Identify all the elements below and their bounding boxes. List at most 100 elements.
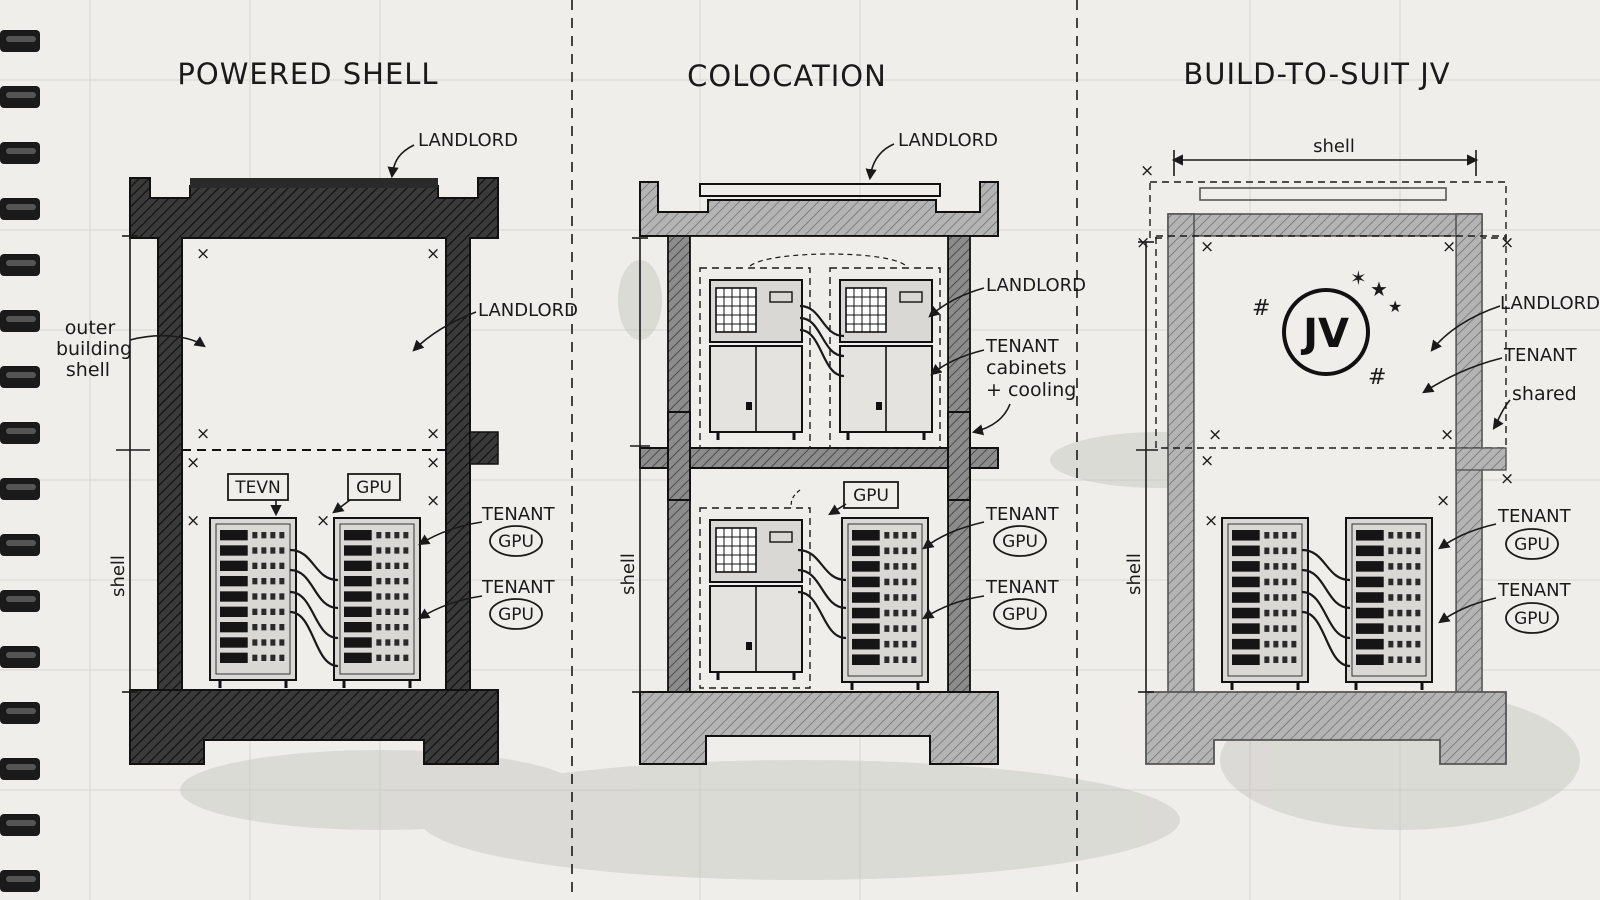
jv-shared-label: shared <box>1512 383 1577 405</box>
powered-shell-tenant-2: TENANT <box>481 577 556 598</box>
svg-text:×: × <box>426 244 440 264</box>
colocation-dim-label: shell <box>618 553 639 595</box>
outer-note-3: shell <box>66 359 110 381</box>
jv-building: ××× ×× ×× ×× ×× <box>1136 161 1514 765</box>
svg-text:×: × <box>1204 511 1218 531</box>
powered-shell-gpu-badge-1: GPU <box>498 532 534 552</box>
jv-badge: JV ✶ ★ ★ # # <box>1252 266 1402 390</box>
jv-racks <box>1221 517 1433 690</box>
binding-ring <box>0 422 40 444</box>
svg-text:★: ★ <box>1388 297 1402 316</box>
jv-top-dim-label: shell <box>1313 136 1355 157</box>
powered-shell-gpu-badge-2: GPU <box>498 605 534 625</box>
svg-text:×: × <box>1440 425 1454 445</box>
colocation-title: COLOCATION <box>687 59 887 93</box>
rack-cables <box>797 548 847 640</box>
svg-text:×: × <box>1208 425 1222 445</box>
svg-text:×: × <box>1500 469 1514 489</box>
binding-ring <box>0 366 40 388</box>
binding-ring <box>0 702 40 724</box>
svg-text:×: × <box>316 511 330 531</box>
gpu-rack <box>1345 517 1433 690</box>
jv-tenant-label: TENANT <box>1503 345 1578 366</box>
svg-text:×: × <box>196 244 210 264</box>
jv-badge-label: JV <box>1300 311 1349 357</box>
powered-shell-dim-label: shell <box>108 555 129 597</box>
svg-text:×: × <box>186 511 200 531</box>
colocation-dimension: shell <box>618 237 650 693</box>
jv-top-dimension: shell <box>1171 136 1479 176</box>
powered-shell-top-landlord: LANDLORD <box>418 130 518 151</box>
powered-shell-title: POWERED SHELL <box>177 57 438 91</box>
cooling-cabinet <box>709 279 803 440</box>
svg-text:×: × <box>186 453 200 473</box>
colocation-tenant-2: TENANT <box>985 577 1060 598</box>
binding-ring <box>0 254 40 276</box>
binding-ring <box>0 534 40 556</box>
colocation-tenant-note-3: + cooling <box>986 379 1076 401</box>
svg-text:#: # <box>1368 365 1386 390</box>
svg-text:×: × <box>1136 233 1150 253</box>
jv-gpu-badge-1: GPU <box>1514 535 1550 555</box>
powered-shell-dimension: shell <box>108 235 150 693</box>
panel-build-to-suit-jv: BUILD-TO-SUIT JV shell ××× ×× ×× ×× ×× <box>1124 57 1600 765</box>
binding-ring <box>0 870 40 892</box>
tag-gpu: GPU <box>356 478 392 498</box>
panel-colocation: COLOCATION shell <box>618 59 1086 765</box>
rack-cables <box>289 548 339 668</box>
spiral-binding <box>0 30 40 892</box>
gpu-rack <box>333 517 421 688</box>
jv-title: BUILD-TO-SUIT JV <box>1183 57 1450 91</box>
svg-text:×: × <box>1200 451 1214 471</box>
jv-gpu-badge-2: GPU <box>1514 609 1550 629</box>
binding-ring <box>0 478 40 500</box>
svg-text:✶: ✶ <box>1350 266 1367 290</box>
outer-note-2: building <box>56 338 132 360</box>
gpu-rack <box>209 517 297 688</box>
powered-shell-tenant-1: TENANT <box>481 504 556 525</box>
colocation-gpu-badge-1: GPU <box>1002 532 1038 552</box>
binding-ring <box>0 310 40 332</box>
powered-shell-building: ×× ×× ×× ××× <box>129 177 499 765</box>
rack-cables <box>799 304 845 378</box>
gpu-rack <box>841 517 929 690</box>
svg-text:×: × <box>196 424 210 444</box>
colocation-right-landlord: LANDLORD <box>986 275 1086 296</box>
binding-ring <box>0 646 40 668</box>
colocation-top-landlord: LANDLORD <box>898 130 998 151</box>
binding-ring <box>0 142 40 164</box>
gpu-rack <box>1221 517 1309 690</box>
jv-dimension: shell <box>1124 241 1158 693</box>
svg-text:×: × <box>426 491 440 511</box>
colocation-building <box>639 181 999 765</box>
colocation-tenant-note-2: cabinets <box>986 357 1067 379</box>
rack-cables <box>1301 548 1351 668</box>
svg-text:×: × <box>426 453 440 473</box>
svg-text:×: × <box>1140 161 1154 181</box>
tag-tevn: TEVN <box>234 478 280 498</box>
binding-ring <box>0 30 40 52</box>
colocation-tenant-1: TENANT <box>985 504 1060 525</box>
powered-shell-right-landlord: LANDLORD <box>478 300 578 321</box>
cooling-cabinet <box>839 279 933 440</box>
binding-ring <box>0 86 40 108</box>
cooling-cabinet <box>709 519 803 680</box>
outer-note-1: outer <box>65 317 116 339</box>
svg-text:×: × <box>1442 237 1456 257</box>
powered-shell-racks <box>209 517 421 688</box>
svg-text:×: × <box>1500 233 1514 253</box>
jv-labels: LANDLORD TENANT shared TENANT GPU TENANT… <box>1422 293 1600 634</box>
sparkle-icons: ✶ ★ ★ # # <box>1252 266 1402 390</box>
binding-ring <box>0 814 40 836</box>
jv-tenant-2: TENANT <box>1497 580 1572 601</box>
colocation-labels: LANDLORD LANDLORD TENANT cabinets + cool… <box>790 130 1086 630</box>
binding-ring <box>0 590 40 612</box>
jv-landlord-label: LANDLORD <box>1500 293 1600 314</box>
svg-text:×: × <box>1200 237 1214 257</box>
jv-tenant-1: TENANT <box>1497 506 1572 527</box>
colocation-cooling-units <box>709 279 933 680</box>
svg-text:#: # <box>1252 296 1270 321</box>
binding-ring <box>0 198 40 220</box>
